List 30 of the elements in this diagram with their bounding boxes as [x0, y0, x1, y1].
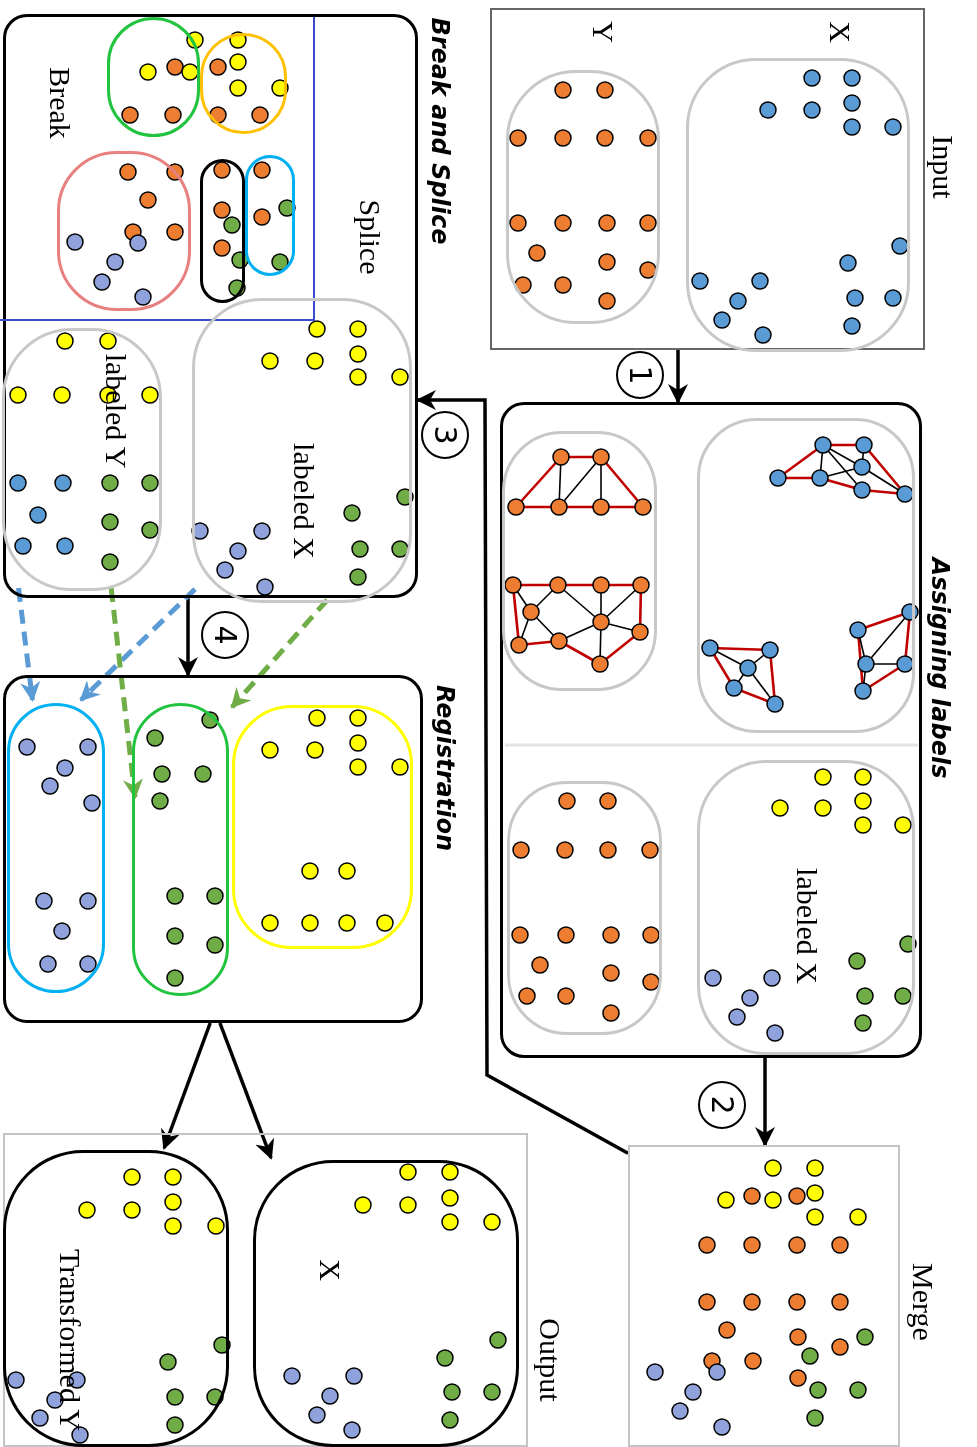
- panel-title: Registration: [431, 685, 457, 851]
- arrow: [668, 350, 688, 404]
- dashed-arrow: [108, 587, 143, 800]
- step-number: 1: [616, 351, 664, 399]
- arrow: [416, 390, 629, 1155]
- arrow: [178, 598, 198, 677]
- dashed-arrow: [16, 587, 41, 702]
- panel-heading: Merge: [907, 1263, 939, 1341]
- arrow: [161, 1022, 212, 1150]
- dashed-arrow: [79, 587, 197, 702]
- step-number: 2: [698, 1081, 746, 1129]
- set-label: X: [824, 21, 856, 43]
- set-label: X: [314, 1259, 346, 1281]
- set-label: labeled X: [288, 443, 320, 559]
- break-region: [0, 17, 315, 321]
- set-label: Y: [587, 21, 619, 43]
- set-label: labeled X: [791, 868, 823, 984]
- arrow: [755, 1058, 775, 1147]
- panel-heading: Input: [927, 135, 959, 199]
- arrow: [218, 1022, 275, 1160]
- set-label: Transformed Y: [54, 1248, 86, 1433]
- dashed-arrow: [230, 598, 330, 709]
- panel-title: Break and Splice: [426, 17, 452, 245]
- region-label: Break: [44, 67, 76, 139]
- panel-title: Assigning labels: [926, 557, 952, 779]
- step-number: 4: [201, 611, 249, 659]
- panel-heading: Output: [534, 1318, 566, 1402]
- stage-label: Splice: [354, 199, 386, 275]
- set-label: labeled Y: [100, 353, 132, 469]
- step-number: 3: [421, 411, 469, 459]
